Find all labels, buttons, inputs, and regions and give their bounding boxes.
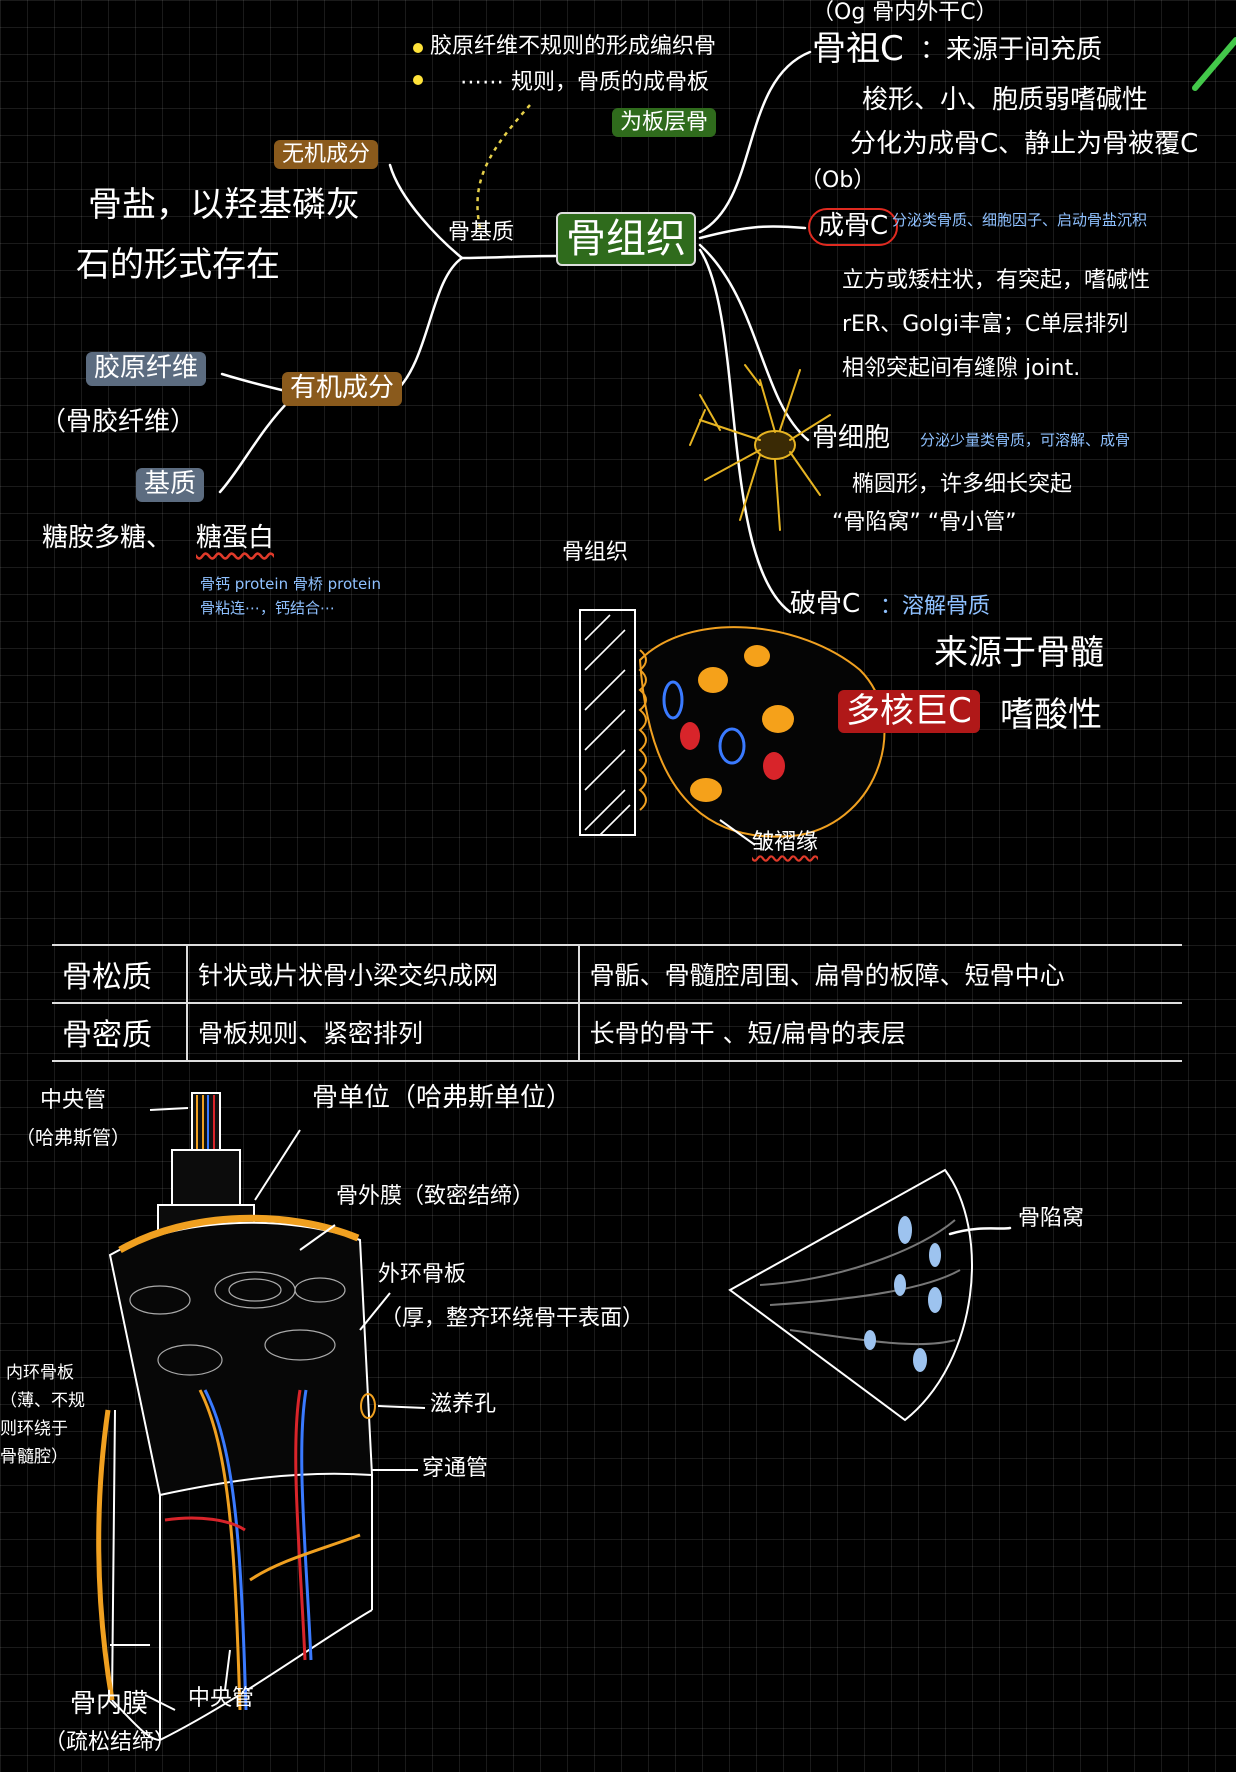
- osteoclast-stain: 嗜酸性: [1000, 695, 1102, 735]
- organic-label: 有机成分: [282, 372, 403, 406]
- table-row: 骨密质 骨板规则、紧密排列 长骨的骨干 、短/扁骨的表层: [52, 1002, 1182, 1062]
- osteocyte-label: 骨细胞: [812, 423, 891, 453]
- bullet-dot: [413, 43, 423, 53]
- osteoblast-desc2: rER、Golgi丰富；C单层排列: [842, 312, 1129, 337]
- ruffled-border-label: 皱褶缘: [752, 830, 819, 855]
- arrow-to-lacuna: [948, 1226, 1012, 1236]
- osteoclast-desc1: ：溶解骨质: [880, 594, 991, 619]
- table-cell-location: 骨骺、骨髓腔周围、扁骨的板障、短骨中心: [577, 944, 1182, 1004]
- branch-to-osteoclast: [698, 248, 792, 614]
- inner-lamellae-label-line2: （薄、不规: [0, 1391, 85, 1411]
- bone-matrix-label: 骨基质: [448, 220, 515, 245]
- table-cell-structure: 骨板规则、紧密排列: [186, 1002, 579, 1062]
- ground-note-line2: 骨粘连⋯，钙结合⋯: [200, 599, 336, 617]
- inorganic-desc-line2: 石的形式存在: [76, 245, 280, 285]
- osteoprogenitor-label: 骨祖C: [812, 29, 904, 69]
- osteoblast-note: 分泌类骨质、细胞因子、启动骨盐沉积: [892, 211, 1148, 229]
- lamellar-bone-note-line1: ⋯⋯ 规则，骨质的成骨板: [460, 70, 709, 95]
- ground-substance-label: 基质: [136, 468, 205, 502]
- highlight-stroke: [1192, 37, 1236, 91]
- osteoblast-label: 成骨C: [808, 208, 899, 246]
- endosteum-label-line1: 骨内膜: [70, 1689, 149, 1719]
- osteoprogenitor-desc3: 分化为成骨C、静止为骨被覆C: [850, 129, 1199, 159]
- osteocyte-desc1: 椭圆形，许多细长突起: [852, 472, 1073, 497]
- osteoclast-multinucleated: 多核巨C: [838, 690, 980, 734]
- branch-to-inorganic: [388, 163, 464, 260]
- inorganic-desc-line1: 骨盐，以羟基磷灰: [88, 185, 360, 225]
- osteocyte-note: 分泌少量类骨质，可溶解、成骨: [920, 431, 1131, 449]
- osteoprogenitor-abbr: （Og 骨内外干C）: [812, 0, 998, 25]
- lamellar-bone-note-line2: 为板层骨: [612, 108, 717, 138]
- lacuna-label: 骨陷窝: [1018, 1206, 1085, 1231]
- bullet-dot: [413, 75, 423, 85]
- branch-to-organic: [393, 256, 464, 394]
- osteoclast-label: 破骨C: [790, 589, 861, 619]
- branch-to-matrix: [460, 254, 558, 260]
- inorganic-label: 无机成分: [274, 140, 379, 170]
- branch-organic-to-ground: [218, 398, 292, 494]
- table-row: 骨松质 针状或片状骨小梁交织成网 骨骺、骨髓腔周围、扁骨的板障、短骨中心: [52, 944, 1182, 1004]
- inner-lamellae-label-line4: 骨髓腔）: [0, 1447, 68, 1467]
- inner-lamellae-label-line3: 则环绕于: [0, 1419, 68, 1439]
- osteoclast-origin: 来源于骨髓: [934, 633, 1104, 673]
- osteoprogenitor-desc1: ：来源于间充质: [920, 35, 1103, 65]
- outer-lamellae-label-line2: （厚，整齐环绕骨干表面）: [380, 1306, 645, 1331]
- osteon-label: 骨单位（哈弗斯单位）: [312, 1083, 573, 1113]
- branch-to-osteoblast: [698, 225, 807, 240]
- periosteum-label: 骨外膜（致密结缔）: [336, 1184, 535, 1209]
- cone-sketch: [728, 1168, 973, 1422]
- central-canal-label-line2: （哈弗斯管）: [16, 1127, 131, 1149]
- osteoblast-desc1: 立方或矮柱状，有突起，嗜碱性: [842, 268, 1151, 293]
- osteoprogenitor-desc2: 梭形、小、胞质弱嗜碱性: [862, 85, 1149, 115]
- osteoclast-cell-sketch: [579, 609, 886, 846]
- ground-desc-glycoprotein: 糖蛋白: [196, 523, 275, 553]
- central-canal-label-line1: 中央管: [40, 1088, 107, 1113]
- branch-organic-to-fiber: [220, 372, 292, 394]
- table-cell-structure: 针状或片状骨小梁交织成网: [186, 944, 579, 1004]
- outer-lamellae-label-line1: 外环骨板: [378, 1262, 467, 1287]
- fiber-type-arrow: [476, 104, 531, 229]
- sketch-bone-tissue-label: 骨组织: [562, 540, 629, 565]
- ground-desc-a: 糖胺多糖、: [42, 523, 173, 553]
- branch-to-osteoprogenitor: [698, 50, 812, 234]
- osteon-block-sketch: [96, 1092, 376, 1741]
- table-cell-location: 长骨的骨干 、短/扁骨的表层: [577, 1002, 1182, 1062]
- branch-to-osteocyte: [698, 243, 810, 442]
- endosteum-label-line2: （疏松结缔）: [44, 1730, 177, 1755]
- nutrient-foramen-label: 滋养孔: [430, 1392, 497, 1417]
- central-canal-bottom-label: 中央管: [188, 1686, 255, 1711]
- table-cell-name: 骨松质: [52, 944, 187, 1004]
- center-node-bone-tissue: 骨组织: [556, 212, 696, 266]
- osteocyte-sketch: [689, 364, 831, 531]
- woven-bone-note: 胶原纤维不规则的形成编织骨: [430, 34, 717, 59]
- osteoblast-abbr: （Ob）: [800, 168, 876, 193]
- osteocyte-desc2: “骨陷窝” “骨小管”: [832, 510, 1017, 535]
- table-cell-name: 骨密质: [52, 1002, 187, 1062]
- spongy-compact-comparison-table: 骨松质 针状或片状骨小梁交织成网 骨骺、骨髓腔周围、扁骨的板障、短骨中心 骨密质…: [52, 944, 1182, 1062]
- inner-lamellae-label-line1: 内环骨板: [6, 1363, 74, 1383]
- collagen-fiber-label: 胶原纤维: [86, 352, 207, 386]
- osteoblast-desc3: 相邻突起间有缝隙 joint.: [842, 356, 1081, 381]
- perforating-canal-label: 穿通管: [422, 1456, 489, 1481]
- ground-note-line1: 骨钙 protein 骨桥 protein: [200, 575, 381, 593]
- collagen-fiber-alias: （骨胶纤维）: [40, 407, 197, 437]
- leader-lines: [110, 1107, 426, 1711]
